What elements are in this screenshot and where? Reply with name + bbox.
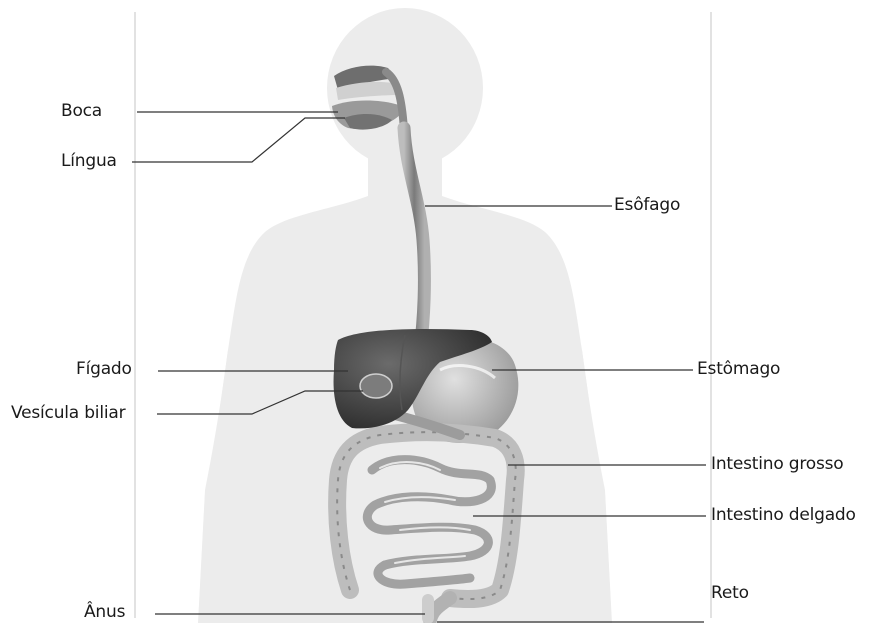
label-boca: Boca	[61, 103, 102, 120]
label-figado: Fígado	[76, 361, 132, 378]
label-esofago: Esôfago	[614, 197, 680, 214]
label-intestino-grosso: Intestino grosso	[711, 456, 843, 473]
label-vesicula-biliar: Vesícula biliar	[11, 405, 125, 422]
label-reto: Reto	[711, 585, 749, 602]
label-anus: Ânus	[84, 604, 125, 621]
label-lingua: Língua	[61, 153, 117, 170]
label-estomago: Estômago	[697, 361, 780, 378]
leader-line-lingua	[132, 118, 345, 162]
gallbladder-illustration	[360, 374, 392, 398]
label-intestino-delgado: Intestino delgado	[711, 507, 856, 524]
